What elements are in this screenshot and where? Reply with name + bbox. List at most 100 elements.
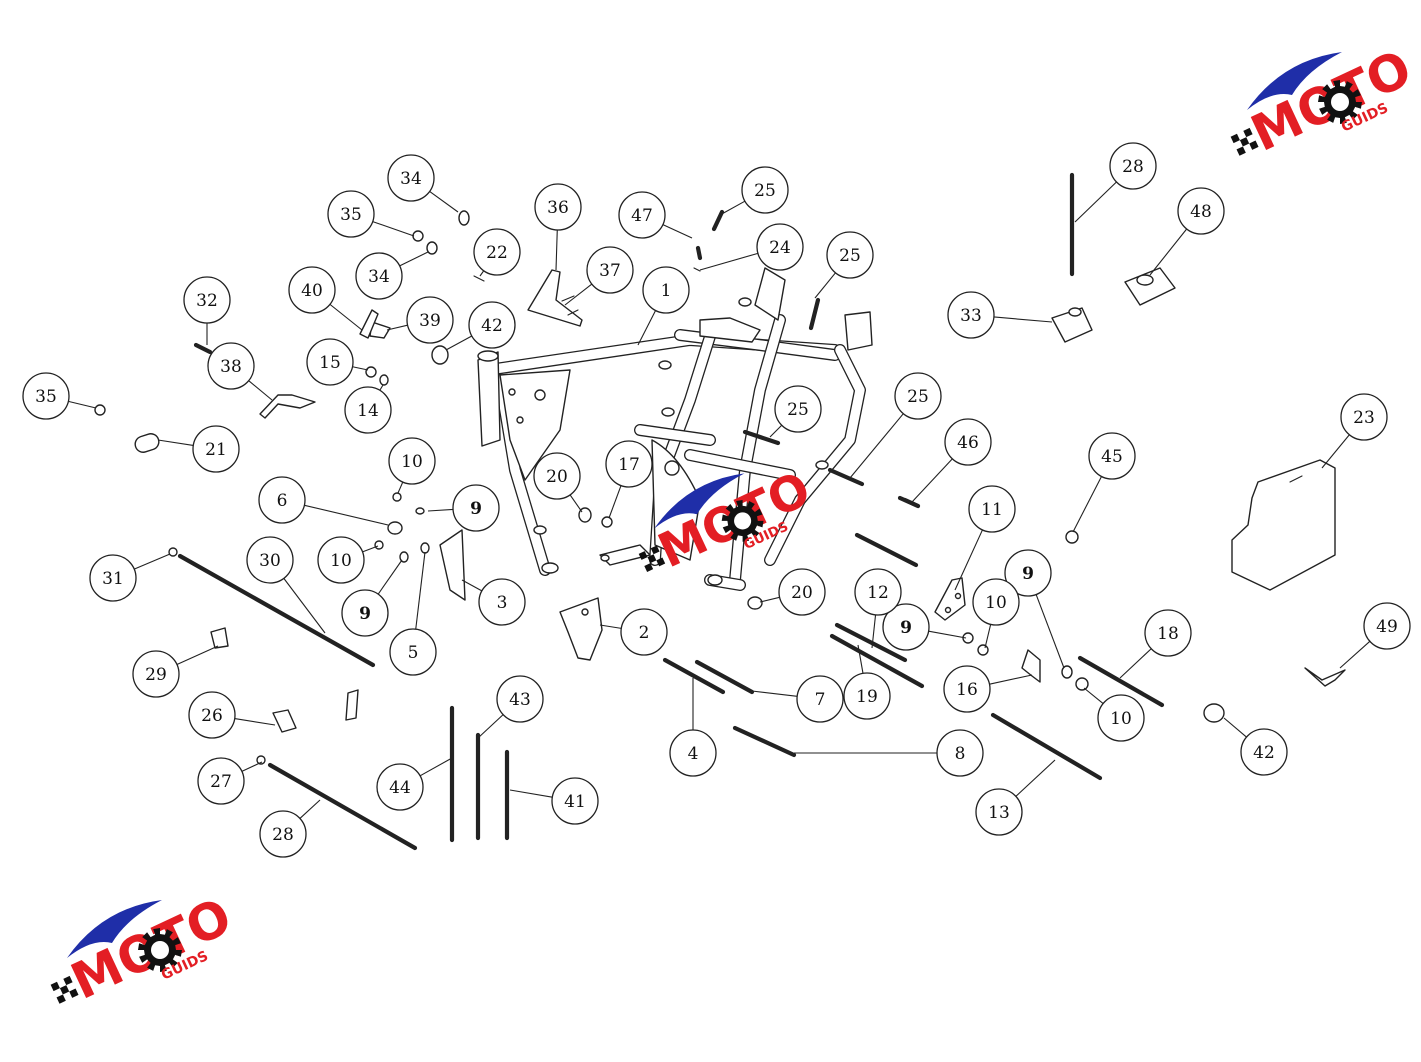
swoosh-icon: [67, 900, 162, 958]
callout-leader: [993, 316, 1053, 323]
callout-circle: [1363, 602, 1411, 650]
callout-circle: [246, 536, 294, 584]
callout-circle: [468, 301, 516, 349]
callout-label: 9: [359, 604, 371, 624]
callout-24: 24: [699, 223, 804, 271]
callout-circle: [258, 476, 306, 524]
callout-circle: [894, 372, 942, 420]
callout-label: 49: [1376, 617, 1398, 637]
callout-label: 48: [1190, 202, 1212, 222]
callout-circle: [1004, 549, 1052, 597]
callout-8: 8: [794, 729, 984, 777]
callout-circle: [854, 568, 902, 616]
callout-label: 9: [470, 499, 482, 519]
callout-41: 41: [509, 777, 599, 825]
callout-leader: [569, 494, 583, 513]
callout-29: 29: [132, 645, 219, 698]
callout-leader: [849, 413, 904, 479]
callout-31: 31: [89, 553, 171, 602]
callout-label: 20: [791, 583, 813, 603]
callout-leader: [928, 630, 967, 639]
callout-label: 25: [839, 246, 861, 266]
callout-leader: [662, 224, 693, 239]
callout-label: 44: [389, 778, 411, 798]
callout-label: 10: [330, 551, 352, 571]
main-frame: [477, 267, 873, 591]
callout-leader: [751, 690, 798, 697]
callout-25: 25: [849, 372, 942, 479]
callout-circle: [496, 675, 544, 723]
callout-28: 28: [259, 799, 321, 858]
callout-leader: [1119, 648, 1152, 679]
callout-leader: [1321, 434, 1350, 469]
callout-circle: [1109, 142, 1157, 190]
callout-leader: [637, 310, 657, 346]
callout-circle: [183, 276, 231, 324]
callout-label: 25: [907, 387, 929, 407]
callout-leader: [509, 789, 553, 798]
callout-label: 33: [960, 306, 982, 326]
callout-label: 24: [769, 238, 791, 258]
callout-34: 34: [387, 154, 459, 213]
callout-group: 1234567899991010101011121314151617181920…: [22, 142, 1411, 858]
callout-circle: [534, 183, 582, 231]
callout-30: 30: [246, 536, 326, 634]
callout-circle: [259, 810, 307, 858]
callout-label: 31: [102, 569, 124, 589]
callout-38: 38: [207, 342, 273, 401]
callout-leader: [176, 645, 219, 666]
callout-circle: [778, 568, 826, 616]
callout-leader: [989, 674, 1033, 685]
callout-circle: [192, 425, 240, 473]
callout-35: 35: [22, 372, 97, 420]
callout-circle: [947, 291, 995, 339]
callout-circle: [826, 231, 874, 279]
callout-10: 10: [388, 437, 436, 494]
callout-label: 37: [599, 261, 621, 281]
swoosh-icon: [1247, 52, 1342, 110]
callout-label: 12: [867, 583, 889, 603]
callout-28: 28: [1074, 142, 1157, 223]
callout-leader: [1072, 476, 1102, 533]
callout-circle: [943, 665, 991, 713]
callout-circle: [796, 675, 844, 723]
callout-37: 37: [564, 246, 634, 306]
callout-leader: [372, 221, 415, 237]
callout-circle: [197, 757, 245, 805]
callout-circle: [741, 166, 789, 214]
callout-label: 36: [547, 198, 569, 218]
moto-guids-logo-top: MOTOGUIDS: [1230, 39, 1420, 163]
callout-5: 5: [389, 551, 437, 676]
callout-label: 34: [368, 267, 390, 287]
callout-27: 27: [197, 757, 263, 805]
callout-label: 40: [301, 281, 323, 301]
callout-leader: [445, 335, 473, 351]
callout-42: 42: [445, 301, 516, 351]
callout-leader: [871, 614, 877, 649]
callout-label: 16: [956, 680, 978, 700]
callout-circle: [132, 650, 180, 698]
callout-circle: [406, 296, 454, 344]
callout-leader: [415, 551, 426, 630]
callout-12: 12: [854, 568, 902, 649]
callout-circle: [975, 788, 1023, 836]
callout-label: 35: [35, 387, 57, 407]
callout-leader: [814, 272, 836, 299]
callout-23: 23: [1321, 393, 1388, 469]
callout-circle: [89, 554, 137, 602]
callout-17: 17: [605, 440, 653, 519]
callout-leader: [362, 545, 379, 553]
callout-label: 9: [900, 618, 912, 638]
callout-44: 44: [376, 757, 453, 811]
callout-circle: [1088, 432, 1136, 480]
callout-leader: [555, 229, 558, 271]
callout-label: 1: [661, 281, 672, 301]
callout-leader: [397, 481, 404, 494]
callout-39: 39: [386, 296, 454, 344]
callout-10: 10: [317, 536, 379, 584]
callout-9: 9: [1004, 549, 1065, 669]
callout-4: 4: [669, 678, 717, 777]
callout-leader: [304, 504, 389, 526]
callout-leader: [386, 324, 408, 331]
callout-leader: [564, 283, 593, 306]
